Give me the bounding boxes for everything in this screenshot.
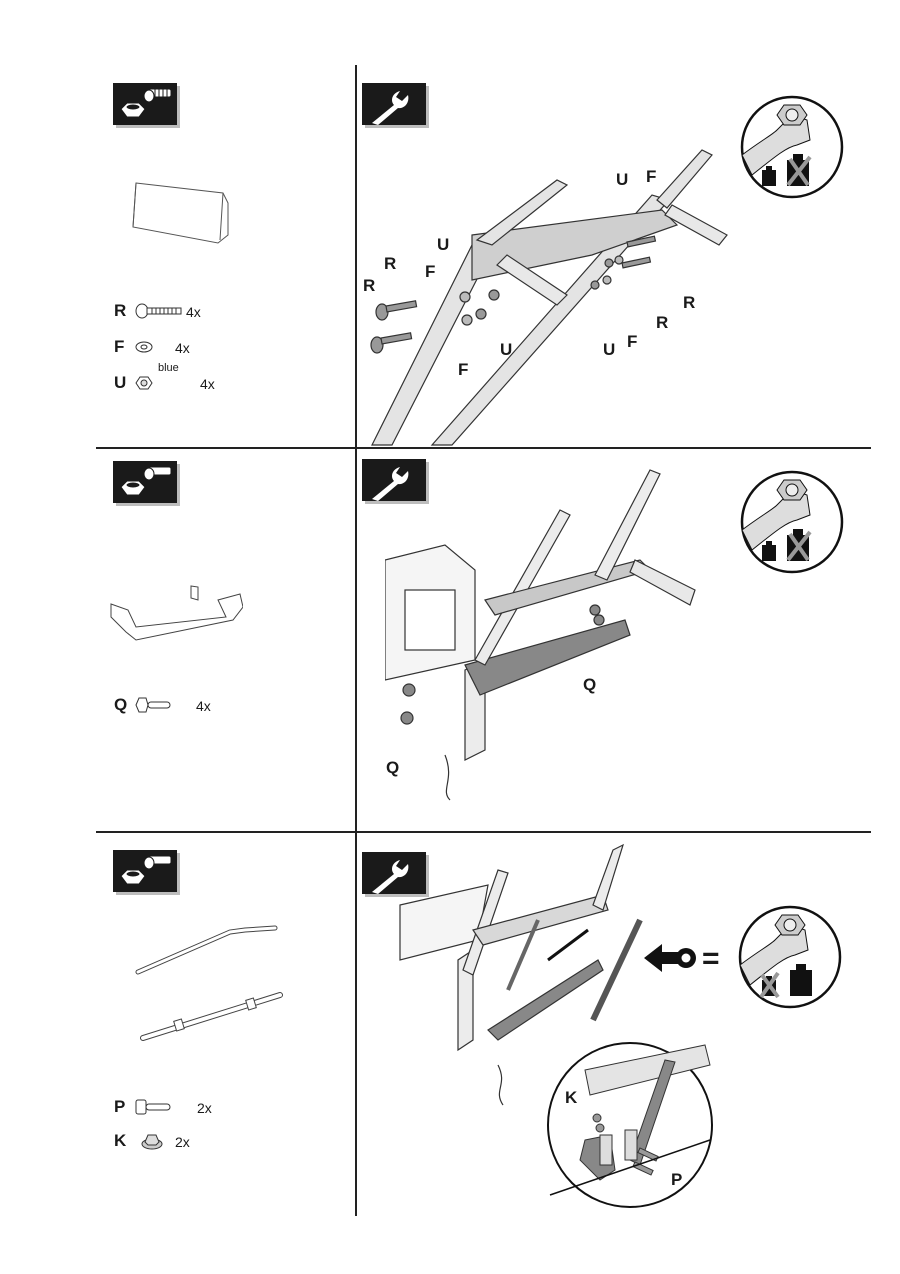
arrow-ring-icon	[644, 944, 696, 972]
callout-F: F	[425, 262, 436, 281]
part-F-qty: 4x	[175, 340, 190, 356]
carriage-bolt-icon	[135, 303, 182, 319]
row-divider-1	[96, 447, 871, 449]
part-letter: F	[114, 337, 125, 356]
part-letter: Q	[114, 695, 128, 714]
part-letter: P	[114, 1097, 126, 1116]
callout-U: U	[616, 170, 629, 189]
part-U: U	[114, 372, 154, 394]
flange-screw-icon	[135, 697, 171, 713]
part-P-qty: 2x	[197, 1100, 212, 1116]
callout-Q: Q	[386, 758, 400, 777]
lock-nut-icon	[135, 376, 153, 390]
bracket-assembly-illustration	[385, 469, 696, 801]
nut-bolt-icon	[113, 461, 177, 503]
part-U-qty: 4x	[200, 376, 215, 392]
wrench-tighten-weight-icon	[740, 470, 844, 574]
callout-R: R	[683, 293, 696, 312]
callout-Q: Q	[583, 675, 597, 694]
wrench-tighten-weight-icon	[740, 95, 844, 199]
callout-U: U	[603, 340, 616, 359]
callout-R: R	[384, 254, 397, 273]
wrench-tighten-weight-icon	[738, 905, 842, 1009]
hex-bolt-icon	[135, 1099, 171, 1115]
column-divider	[355, 65, 357, 1216]
part-letter: R	[114, 301, 127, 320]
detail-magnifier	[547, 1042, 713, 1208]
callout-F: F	[458, 360, 469, 379]
washer-icon	[135, 341, 153, 353]
part-Q-qty: 4x	[196, 698, 211, 714]
part-P: P	[114, 1096, 174, 1118]
flange-nut-icon	[141, 1134, 163, 1150]
part-Q: Q	[114, 694, 174, 716]
callout-K: K	[565, 1088, 578, 1107]
part-F: F	[114, 336, 154, 358]
part-letter: U	[114, 373, 127, 392]
nut-bolt-icon	[113, 83, 177, 125]
wrench-icon	[362, 83, 426, 125]
callout-U: U	[500, 340, 513, 359]
part-K-qty: 2x	[175, 1134, 190, 1150]
part-R: R	[114, 300, 184, 322]
callout-R: R	[363, 276, 376, 295]
nut-bolt-icon	[113, 850, 177, 892]
callout-P: P	[671, 1170, 683, 1189]
bracket-illustration	[110, 585, 243, 641]
callout-R: R	[656, 313, 669, 332]
handle-cover-illustration	[132, 182, 229, 244]
handle-assembly-illustration	[370, 149, 728, 446]
callout-U: U	[437, 235, 450, 254]
callout-F: F	[646, 167, 657, 186]
equals-sign: =	[702, 942, 720, 975]
wrench-icon	[362, 459, 426, 501]
part-letter: K	[114, 1131, 127, 1150]
rod-assembly-illustration	[399, 843, 643, 1106]
part-R-qty: 4x	[186, 304, 201, 320]
row-divider-2	[96, 831, 871, 833]
nut-color-note: blue	[158, 362, 179, 374]
part-K: K	[114, 1130, 170, 1152]
callout-F: F	[627, 332, 638, 351]
rods-illustration	[135, 925, 283, 1041]
wrench-icon	[362, 852, 426, 894]
